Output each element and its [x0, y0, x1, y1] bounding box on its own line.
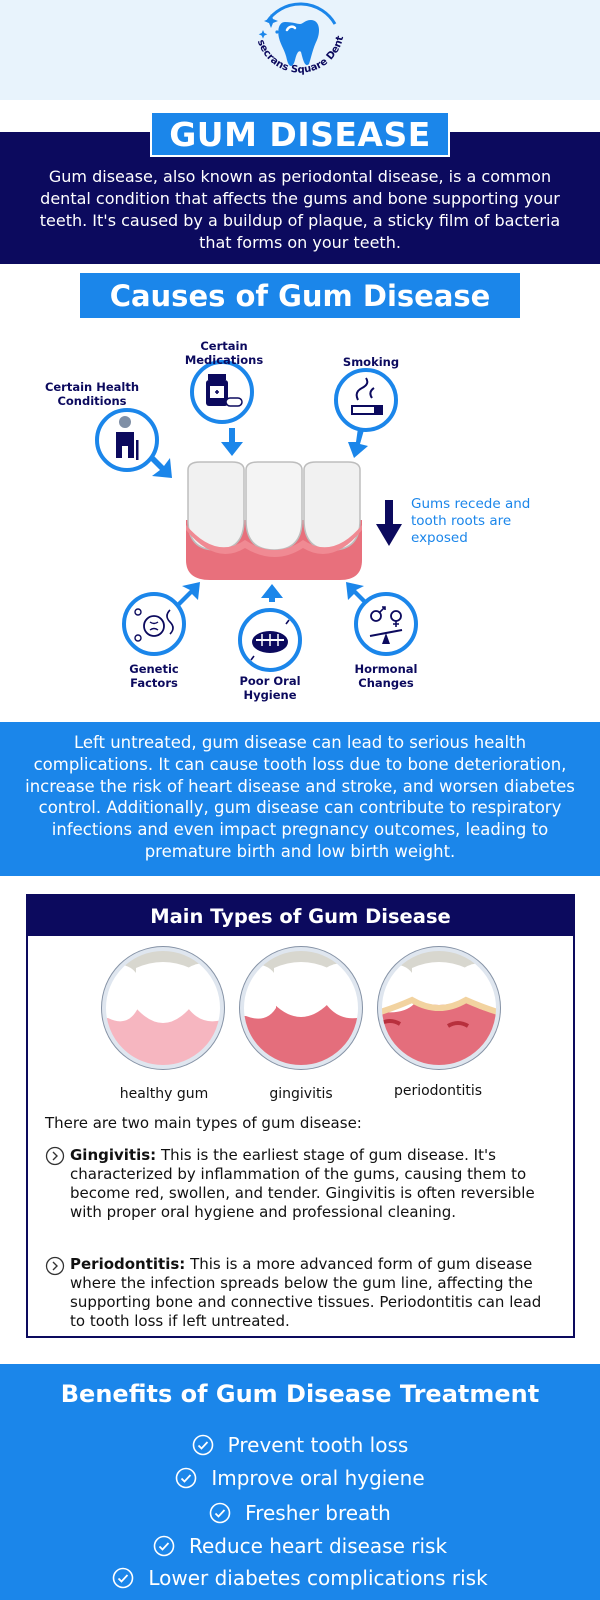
cause-label-hygiene: Poor Oral Hygiene [239, 674, 301, 702]
cause-label-hormonal: Hormonal Changes [354, 662, 418, 690]
type-desc: This is a more advanced form of gum dise… [70, 1255, 542, 1330]
type-name: Periodontitis: [70, 1255, 186, 1273]
cigarette-icon [334, 368, 398, 432]
intro-text: Gum disease, also known as periodontal d… [39, 167, 561, 252]
types-title: Main Types of Gum Disease [150, 904, 451, 928]
benefit-item: Reduce heart disease risk [0, 1534, 600, 1558]
page-title-box: GUM DISEASE [150, 111, 450, 157]
check-circle-icon [192, 1434, 213, 1456]
benefits-title: Benefits of Gum Disease Treatment [60, 1380, 540, 1408]
caption-healthy-gum: healthy gum [119, 1086, 209, 1102]
benefit-item: Fresher breath [0, 1501, 600, 1525]
causes-title: Causes of Gum Disease [109, 278, 491, 313]
elderly-person-icon [95, 408, 159, 472]
cause-label-smoking: Smoking [342, 355, 400, 369]
type-name: Gingivitis: [70, 1146, 157, 1164]
benefit-item: Prevent tooth loss [0, 1433, 600, 1457]
benefit-label: Fresher breath [245, 1501, 391, 1525]
chevron-right-icon [45, 1256, 65, 1276]
types-header: Main Types of Gum Disease [28, 896, 573, 936]
tooth-icon [278, 20, 319, 66]
causes-diagram [95, 360, 418, 672]
check-circle-icon [176, 1467, 197, 1489]
check-circle-icon [113, 1567, 134, 1589]
check-circle-icon [153, 1535, 175, 1557]
benefits-section: Benefits of Gum Disease Treatment Preven… [0, 1364, 600, 1600]
dirty-teeth-icon [238, 608, 302, 672]
type-item-gingivitis: Gingivitis: This is the earliest stage o… [70, 1146, 560, 1222]
type-desc: This is the earliest stage of gum diseas… [70, 1146, 535, 1221]
gingivitis-icon [239, 946, 363, 1070]
gender-scale-icon [354, 592, 418, 656]
benefit-item: Improve oral hygiene [0, 1466, 600, 1490]
cause-label-medications: Certain Medications [184, 339, 264, 367]
chevron-right-icon [45, 1146, 65, 1166]
gum-stages-illustration [101, 946, 501, 1070]
header: Rosecrans Square Dental [0, 0, 600, 100]
teeth-illustration [186, 461, 362, 580]
check-circle-icon [209, 1502, 231, 1524]
complications-section: Left untreated, gum disease can lead to … [0, 722, 600, 876]
types-card: Main Types of Gum Disease [26, 894, 575, 1338]
recede-note: Gums recede and tooth roots are exposed [411, 496, 531, 546]
benefit-label: Prevent tooth loss [227, 1433, 409, 1457]
type-item-periodontitis: Periodontitis: This is a more advanced f… [70, 1255, 560, 1331]
pill-bottle-icon [190, 360, 254, 424]
cause-label-health: Certain Health Conditions [44, 380, 140, 408]
cause-label-genetic: Genetic Factors [129, 662, 179, 690]
periodontitis-icon [377, 946, 501, 1070]
benefit-label: Improve oral hygiene [211, 1466, 425, 1490]
sparkle-icon [258, 14, 279, 39]
benefit-label: Lower diabetes complications risk [148, 1566, 488, 1590]
caption-gingivitis: gingivitis [269, 1086, 333, 1102]
complications-text: Left untreated, gum disease can lead to … [25, 733, 575, 861]
types-intro: There are two main types of gum disease: [45, 1114, 362, 1132]
logo: Rosecrans Square Dental [245, 2, 346, 76]
causes-title-box: Causes of Gum Disease [80, 273, 520, 318]
healthy-gum-icon [101, 946, 225, 1070]
caption-periodontitis: periodontitis [393, 1083, 483, 1099]
recede-arrow-icon [376, 500, 402, 546]
page-title: GUM DISEASE [169, 114, 431, 154]
benefit-item: Lower diabetes complications risk [0, 1566, 600, 1590]
benefit-label: Reduce heart disease risk [188, 1534, 448, 1558]
dna-icon [122, 592, 186, 656]
